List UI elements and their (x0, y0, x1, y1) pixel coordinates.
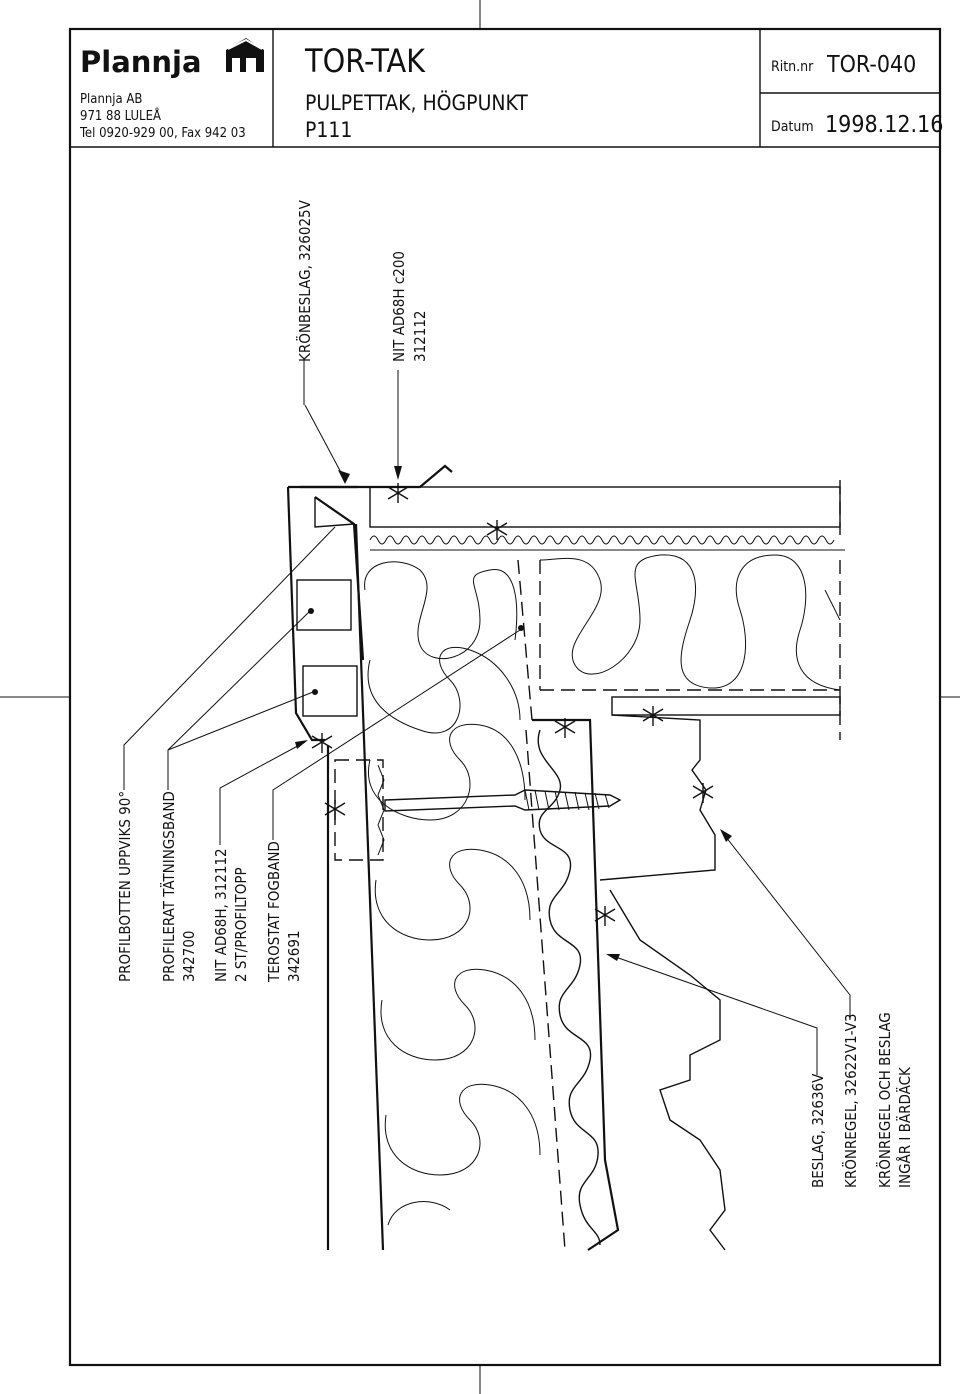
date-label: Datum (771, 119, 814, 135)
label-included-2: INGÅR I BÄRDÄCK (895, 1066, 914, 1188)
title-block: Plannja Plannja AB 971 88 LULEÅ Tel 0920… (70, 29, 943, 148)
label-terostat-2: 342691 (285, 930, 303, 982)
date-value: 1998.12.16 (825, 112, 943, 138)
house-logo-icon (226, 38, 264, 72)
company-address: 971 88 LULEÅ (80, 108, 161, 124)
company-name: Plannja AB (80, 92, 142, 107)
label-beslag: BESLAG, 32636V (809, 1073, 827, 1188)
label-profilbotten: PROFILBOTTEN UPPVIKS 90° (116, 791, 134, 982)
ridge-beam (532, 714, 726, 1251)
annotations: KRÖNBESLAG, 326025V NIT AD68H c200 31211… (116, 199, 914, 1188)
label-nit-side-2: 2 ST/PROFILTOPP (232, 867, 250, 982)
roof-deck (369, 480, 845, 740)
drawing-title: TOR-TAK (304, 42, 426, 80)
rivet-symbols (311, 483, 714, 926)
label-profilerat-1: PROFILERAT TÄTNINGSBAND (159, 791, 178, 982)
sheet-border (68, 27, 942, 1367)
drawing-code: P111 (305, 118, 352, 142)
label-terostat-1: TEROSTAT FOGBAND (265, 841, 283, 983)
label-profilerat-2: 342700 (180, 930, 198, 982)
sealing-strips (296, 579, 358, 717)
label-included-1: KRÖNREGEL OCH BESLAG (875, 1012, 894, 1188)
drawing-subtitle: PULPETTAK, HÖGPUNKT (305, 90, 528, 115)
drawing-number: TOR-040 (826, 52, 916, 78)
leader-lines (123, 360, 851, 1070)
drawing-number-label: Ritn.nr (771, 59, 814, 75)
label-nit-side-1: NIT AD68H, 312112 (212, 848, 230, 982)
wall-panel (326, 523, 566, 1251)
company-phone: Tel 0920-929 00, Fax 942 03 (79, 126, 246, 141)
company-logo: Plannja (80, 45, 202, 79)
label-kronregel: KRÖNREGEL, 32622V1-V3 (841, 1014, 860, 1188)
label-nit-top-2: 312112 (411, 310, 429, 362)
label-kronbeslag: KRÖNBESLAG, 326025V (295, 199, 314, 362)
label-nit-top-1: NIT AD68H c200 (390, 251, 408, 362)
screw (334, 759, 622, 861)
